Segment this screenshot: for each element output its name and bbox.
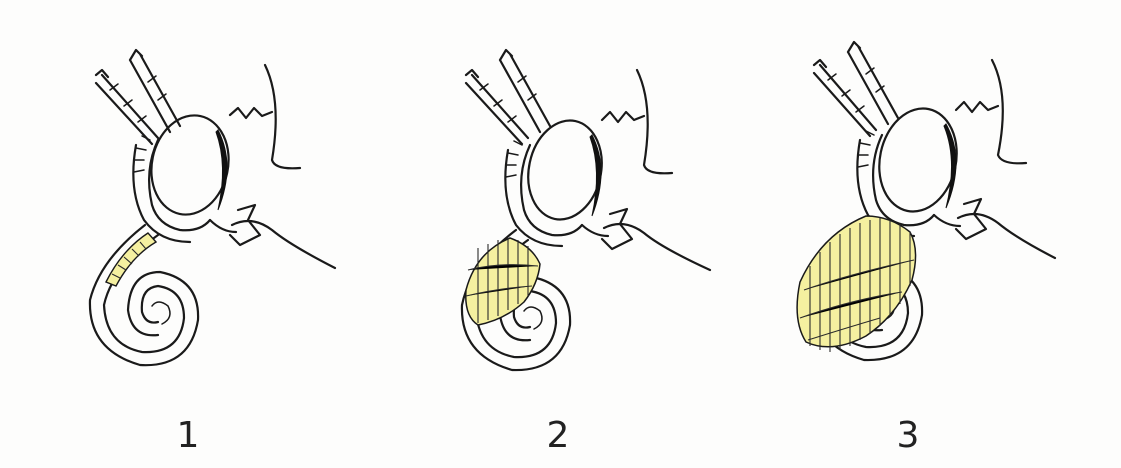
- lesion-highlight-2: [466, 238, 540, 325]
- ear-structure: [90, 50, 335, 365]
- panel-3: 3: [770, 20, 1090, 460]
- lesion-highlight-1: [106, 233, 156, 286]
- panel-label-1: 1: [158, 416, 218, 456]
- panel-label-2: 2: [528, 416, 588, 456]
- lesion-highlight-3: [797, 216, 915, 352]
- panel-label-3: 3: [878, 416, 938, 456]
- panel-2: 2: [420, 20, 740, 460]
- inner-ear-drawing-1: [40, 20, 360, 410]
- inner-ear-drawing-3: [770, 20, 1090, 410]
- panel-1: 1: [40, 20, 360, 460]
- ear-structure: [462, 50, 710, 370]
- inner-ear-drawing-2: [420, 20, 740, 410]
